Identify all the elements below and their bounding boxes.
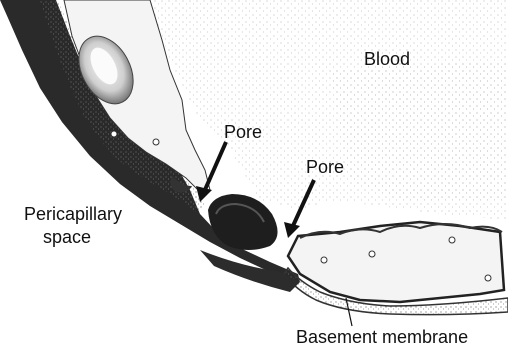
label-pericapillary-line2: space (43, 228, 122, 247)
endothelial-cell-lower (284, 222, 508, 315)
label-basement-membrane: Basement membrane (296, 328, 468, 347)
label-blood: Blood (364, 50, 410, 69)
label-pericapillary-space: Pericapillary space (24, 205, 122, 247)
label-pore-lower: Pore (306, 158, 344, 177)
label-pericapillary-line1: Pericapillary (24, 205, 122, 224)
label-pore-upper: Pore (224, 123, 262, 142)
